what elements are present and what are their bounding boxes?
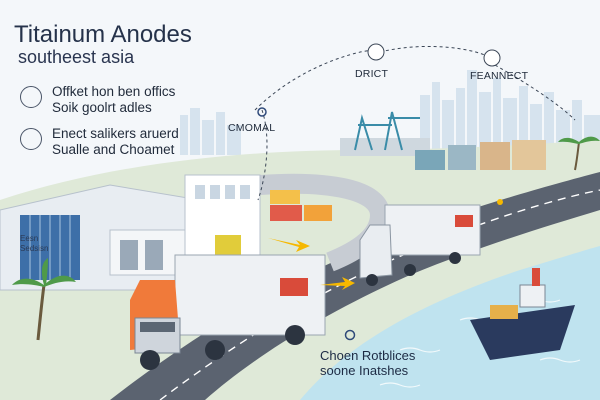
info-block-1-line1: Offket hon ben offics	[52, 84, 176, 99]
palm-tree-right	[558, 136, 600, 171]
info-block-2-line1: Enect salikers aruerd	[52, 126, 179, 141]
page-subtitle: southeest asia	[18, 47, 135, 67]
bottom-caption: Choen Rotblices soone Inatshes	[320, 348, 415, 378]
building-sign: Eesn Sedsisn	[20, 234, 48, 254]
cargo-ship	[470, 268, 575, 360]
info-block-2-line2: Sualle and Choamet	[52, 142, 175, 157]
map-label-left: CMOMAL	[228, 122, 276, 134]
access-road	[259, 173, 391, 272]
office-icon	[20, 86, 42, 108]
container-yard	[215, 190, 332, 261]
second-truck	[359, 204, 481, 286]
info-block-1-line2: Soik goolrt adles	[52, 100, 152, 115]
map-label-center: DRICT	[355, 68, 389, 80]
direction-arrows	[268, 238, 355, 290]
port-cranes	[354, 111, 420, 151]
page-title: Titainum Anodes	[14, 21, 192, 48]
network-icon	[20, 128, 42, 150]
map-label-right: FEANNECT	[470, 70, 529, 82]
building-sign-line2: Sedsisn	[20, 244, 49, 253]
route-lines	[254, 45, 576, 201]
cargo-stacks	[415, 140, 546, 170]
map-pins	[257, 43, 503, 341]
bottom-caption-line2: soone Inatshes	[320, 363, 409, 378]
bottom-caption-line1: Choen Rotblices	[320, 348, 416, 363]
info-block-2: Enect salikers aruerd Sualle and Choamet	[52, 126, 179, 158]
info-block-1: Offket hon ben offics Soik goolrt adles	[52, 84, 175, 116]
palm-tree	[12, 258, 76, 341]
building-sign-line1: Eesn	[20, 234, 39, 243]
main-truck	[130, 254, 326, 370]
